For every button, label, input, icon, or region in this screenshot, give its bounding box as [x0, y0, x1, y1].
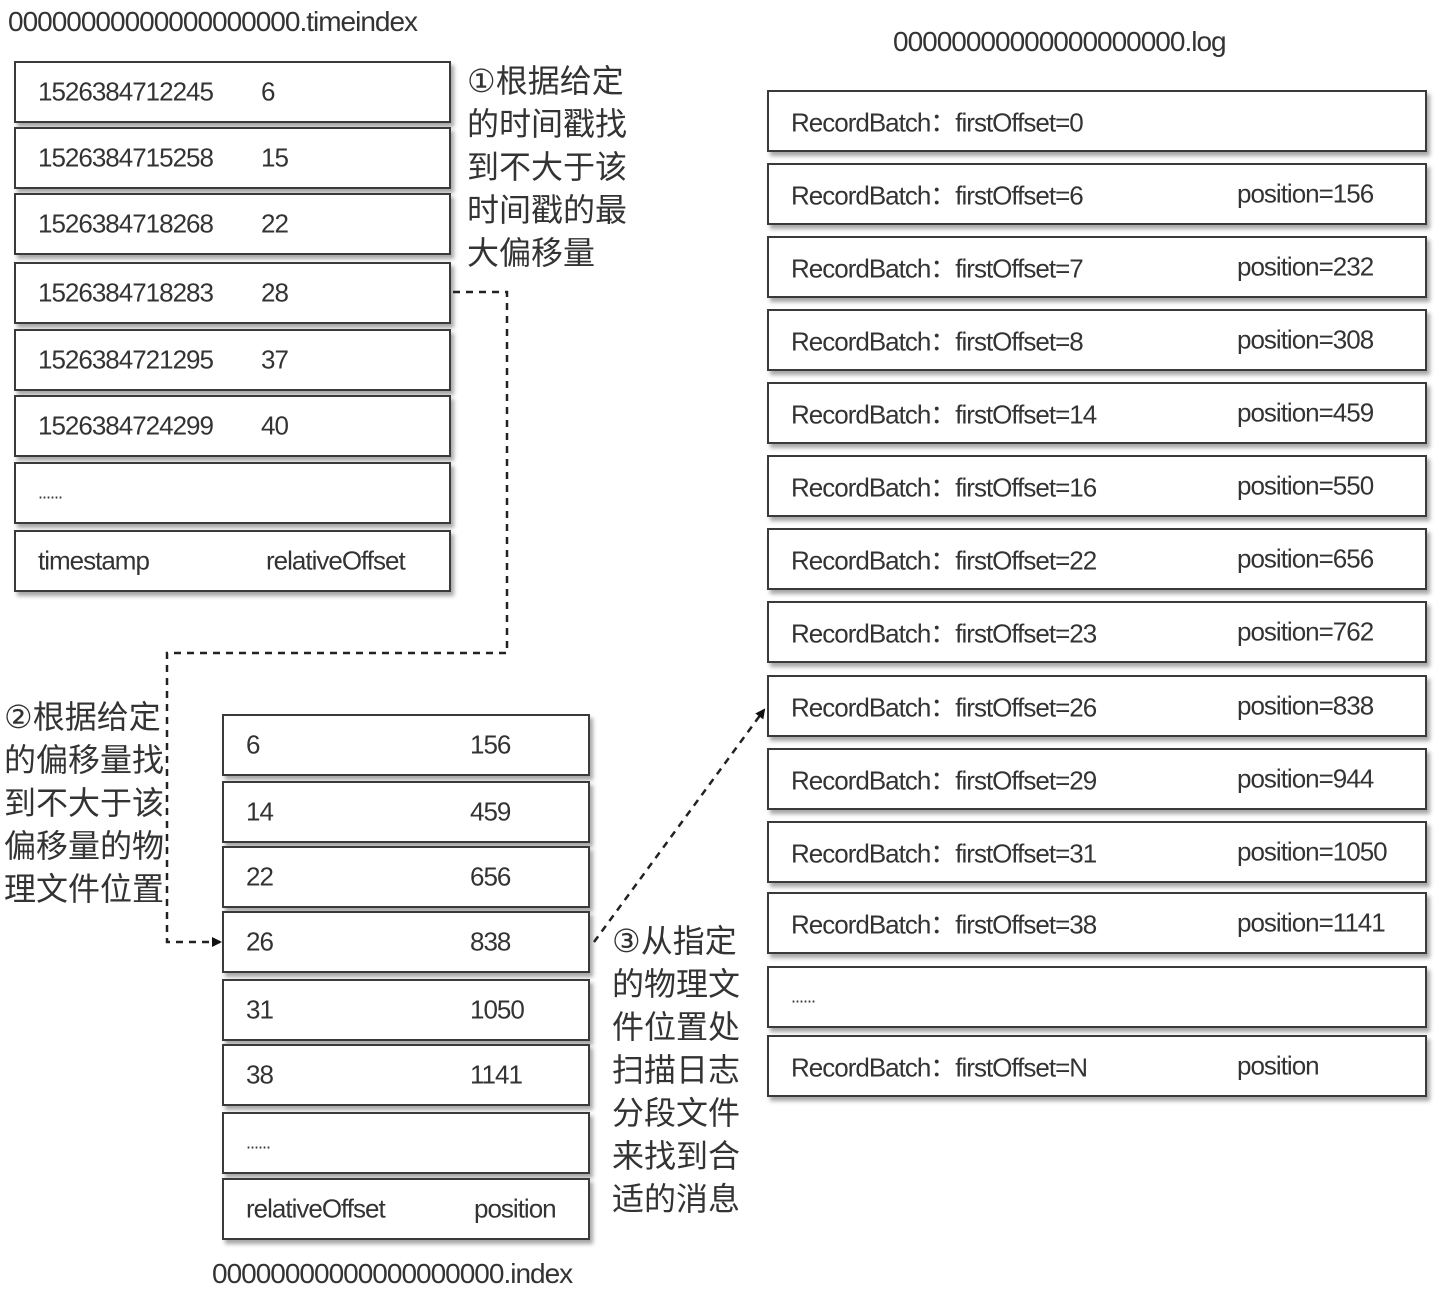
log-position: position=308: [1237, 324, 1374, 355]
timeindex-header-row: timestamp relativeOffset: [14, 530, 451, 592]
timeindex-header-offset: relativeOffset: [266, 545, 406, 576]
index-row: 26 838: [222, 911, 590, 973]
timeindex-offset: 40: [261, 410, 289, 441]
index-to-log-arrow: [592, 708, 766, 943]
index-row: 38 1141: [222, 1044, 590, 1106]
step1-note: ①根据给定 的时间戳找 到不大于该 时间戳的最 大偏移量: [467, 62, 628, 272]
step3-note: ③从指定 的物理文 件位置处 扫描日志 分段文件 来找到合 适的消息: [612, 922, 741, 1218]
log-batch: RecordBatch：firstOffset=8: [791, 326, 1084, 357]
log-row: RecordBatch：firstOffset=31 position=1050: [767, 821, 1427, 883]
log-last-row: RecordBatch：firstOffset=N position: [767, 1035, 1427, 1097]
index-offset: 14: [246, 796, 274, 827]
index-offset: 31: [246, 994, 274, 1025]
log-position: position=1050: [1237, 836, 1388, 867]
step2-note: ②根据给定 的偏移量找 到不大于该 偏移量的物 理文件位置: [4, 698, 165, 908]
log-batch: RecordBatch：firstOffset=14: [791, 399, 1097, 430]
timeindex-row: 1526384724299 40: [14, 395, 451, 457]
log-position: position=656: [1237, 543, 1374, 574]
log-ellipsis: ......: [791, 986, 816, 1007]
log-batch: RecordBatch：firstOffset=16: [791, 472, 1097, 503]
log-position: position=459: [1237, 397, 1374, 428]
log-row: RecordBatch：firstOffset=8 position=308: [767, 309, 1427, 371]
log-row: RecordBatch：firstOffset=23 position=762: [767, 601, 1427, 663]
timeindex-offset: 6: [261, 76, 276, 107]
timeindex-timestamp: 1526384721295: [38, 344, 214, 375]
index-position: 459: [470, 796, 511, 827]
log-last-position: position: [1237, 1050, 1320, 1081]
log-position: position=156: [1237, 178, 1374, 209]
log-ellipsis-row: ......: [767, 966, 1427, 1028]
timeindex-timestamp: 1526384715258: [38, 142, 214, 173]
log-row: RecordBatch：firstOffset=0: [767, 90, 1427, 152]
timeindex-timestamp: 1526384718268: [38, 208, 214, 239]
log-row: RecordBatch：firstOffset=7 position=232: [767, 236, 1427, 298]
index-position: 1050: [470, 994, 525, 1025]
log-row: RecordBatch：firstOffset=38 position=1141: [767, 892, 1427, 954]
index-position: 838: [470, 926, 511, 957]
log-filename: 00000000000000000000.log: [893, 26, 1227, 57]
timeindex-row: 1526384718283 28: [14, 262, 451, 324]
log-batch: RecordBatch：firstOffset=31: [791, 838, 1097, 869]
index-filename: 00000000000000000000.index: [212, 1258, 573, 1289]
timeindex-row: 1526384721295 37: [14, 329, 451, 391]
log-position: position=550: [1237, 470, 1374, 501]
index-offset: 6: [246, 729, 261, 760]
index-offset: 26: [246, 926, 274, 957]
log-row: RecordBatch：firstOffset=14 position=459: [767, 382, 1427, 444]
log-row: RecordBatch：firstOffset=26 position=838: [767, 675, 1427, 737]
log-batch: RecordBatch：firstOffset=26: [791, 692, 1097, 723]
index-header-row: relativeOffset position: [222, 1178, 590, 1240]
log-batch: RecordBatch：firstOffset=22: [791, 545, 1097, 576]
timeindex-row: 1526384718268 22: [14, 193, 451, 255]
log-row: RecordBatch：firstOffset=16 position=550: [767, 455, 1427, 517]
timeindex-filename: 00000000000000000000.timeindex: [8, 6, 418, 37]
log-row: RecordBatch：firstOffset=29 position=944: [767, 748, 1427, 810]
timeindex-timestamp: 1526384718283: [38, 277, 214, 308]
index-position: 156: [470, 729, 511, 760]
log-row: RecordBatch：firstOffset=22 position=656: [767, 528, 1427, 590]
log-position: position=762: [1237, 616, 1374, 647]
log-batch: RecordBatch：firstOffset=38: [791, 909, 1097, 940]
timeindex-offset: 37: [261, 344, 289, 375]
index-position: 656: [470, 861, 511, 892]
log-batch: RecordBatch：firstOffset=23: [791, 618, 1097, 649]
index-ellipsis: ......: [246, 1132, 271, 1153]
timeindex-offset: 22: [261, 208, 289, 239]
log-batch: RecordBatch：firstOffset=6: [791, 180, 1084, 211]
index-position: 1141: [470, 1059, 523, 1090]
timeindex-ellipsis: ......: [38, 482, 63, 503]
timeindex-ellipsis-row: ......: [14, 462, 451, 524]
log-batch: RecordBatch：firstOffset=7: [791, 253, 1084, 284]
log-row: RecordBatch：firstOffset=6 position=156: [767, 163, 1427, 225]
index-header-offset: relativeOffset: [246, 1193, 386, 1224]
log-batch: RecordBatch：firstOffset=0: [791, 107, 1084, 138]
log-position: position=944: [1237, 763, 1374, 794]
timeindex-offset: 15: [261, 142, 289, 173]
timeindex-to-index-arrow: [165, 290, 509, 947]
log-batch: RecordBatch：firstOffset=29: [791, 765, 1097, 796]
index-offset: 22: [246, 861, 274, 892]
log-position: position=1141: [1237, 907, 1386, 938]
index-ellipsis-row: ......: [222, 1112, 590, 1174]
timeindex-row: 1526384712245 6: [14, 61, 451, 123]
index-row: 31 1050: [222, 979, 590, 1041]
log-position: position=232: [1237, 251, 1374, 282]
index-row: 22 656: [222, 846, 590, 908]
timeindex-timestamp: 1526384724299: [38, 410, 214, 441]
timeindex-header-timestamp: timestamp: [38, 545, 150, 576]
index-row: 6 156: [222, 714, 590, 776]
log-position: position=838: [1237, 690, 1374, 721]
index-offset: 38: [246, 1059, 274, 1090]
index-row: 14 459: [222, 781, 590, 843]
index-header-position: position: [474, 1193, 557, 1224]
timeindex-row: 1526384715258 15: [14, 127, 451, 189]
log-last-batch: RecordBatch：firstOffset=N: [791, 1052, 1088, 1083]
timeindex-offset: 28: [261, 277, 289, 308]
timeindex-timestamp: 1526384712245: [38, 76, 214, 107]
